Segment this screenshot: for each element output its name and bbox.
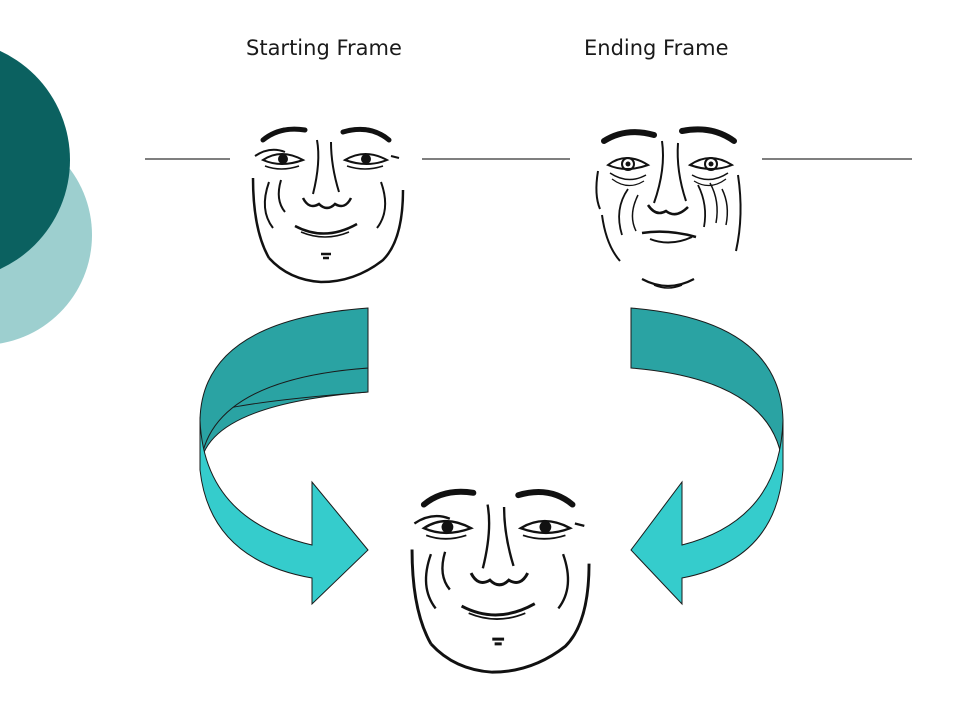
starting-frame-label: Starting Frame: [246, 36, 402, 60]
ending-frame-label: Ending Frame: [584, 36, 729, 60]
right-curved-arrow-icon: [630, 307, 784, 606]
end-face-icon: [596, 129, 740, 288]
start-face-icon: [253, 129, 403, 282]
result-face-icon: [412, 492, 589, 672]
left-curved-arrow-icon: [199, 307, 369, 606]
decor-circle-dark: [0, 50, 70, 270]
